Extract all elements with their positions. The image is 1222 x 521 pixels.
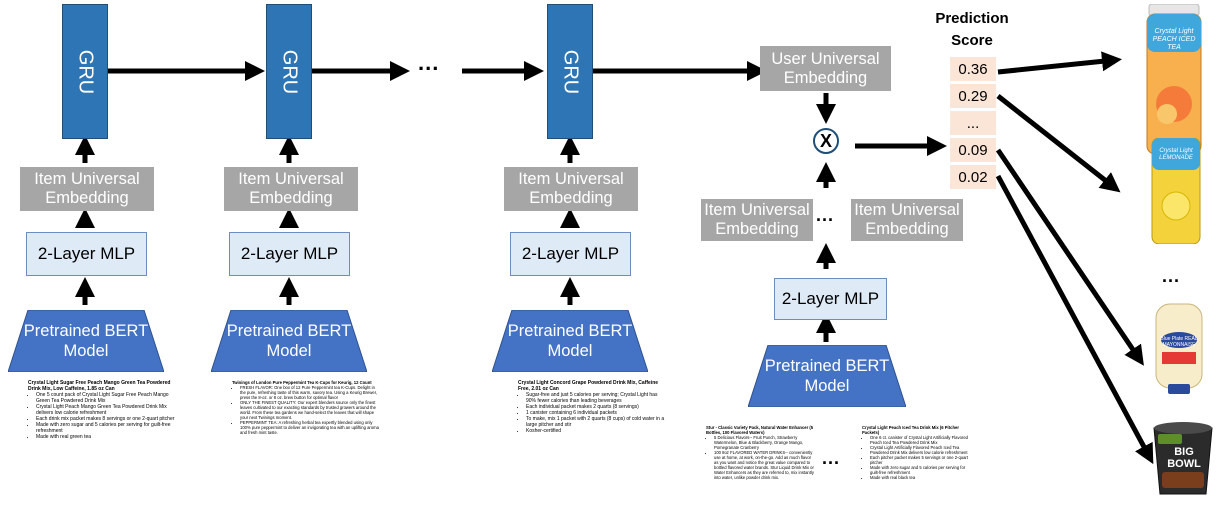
user-embedding: User Universal Embedding: [760, 46, 891, 91]
product-label: BIG BOWL: [1167, 446, 1201, 470]
description-bullet: Made with zero sugar and 5 calories per …: [870, 465, 970, 475]
product-label: Crystal Light LEMONADE: [1159, 148, 1193, 161]
bert-label: Pretrained BERT Model: [507, 322, 633, 360]
mlp-block-3: 2-Layer MLP: [510, 232, 631, 276]
item-description-4: Stur - Classic Variety Pack, Natural Wat…: [706, 425, 814, 480]
item-description-2: Twinings of London Pure Peppermint Tea K…: [232, 380, 380, 435]
product-image-blue-plate-mayonnaise: Blue Plate REAL MAYONNAISE: [1152, 300, 1206, 396]
item-embedding-2: Item Universal Embedding: [224, 167, 358, 211]
description-title: Crystal Light Peach Iced Tea Drink Mix (…: [862, 425, 959, 435]
item-embedding-1: Item Universal Embedding: [20, 167, 154, 211]
mlp-block-1: 2-Layer MLP: [26, 232, 147, 276]
prediction-header: Prediction Score: [935, 10, 1009, 49]
score-3: 0.09: [950, 138, 996, 162]
description-bullet: FRESH FLAVOR: One box of 12 Pure Pepperm…: [240, 385, 380, 400]
item-description-3: Crystal Light Concord Grape Powdered Dri…: [518, 380, 666, 434]
description-bullet: ONLY THE FINEST QUALITY: Our expert blen…: [240, 400, 380, 420]
gru-block-1: GRU: [62, 4, 108, 139]
item-embedding-4a: Item Universal Embedding: [701, 199, 813, 241]
description-ellipsis: ...: [822, 448, 841, 468]
product-image-crystal-light-lemonade: Crystal Light LEMONADE: [1150, 137, 1202, 245]
description-title: Crystal Light Concord Grape Powdered Dri…: [518, 380, 659, 392]
description-bullet: Each drink mix packet makes 8 servings o…: [36, 416, 178, 422]
item-embedding-3: Item Universal Embedding: [504, 167, 638, 211]
score-1: 0.36: [950, 57, 996, 81]
mlp-block-4: 2-Layer MLP: [774, 278, 887, 320]
bert-model-4: Pretrained BERT Model: [748, 345, 906, 407]
item-embedding-4b: Item Universal Embedding: [851, 199, 963, 241]
gru-block-2: GRU: [266, 4, 312, 139]
score-4: 0.02: [950, 165, 996, 189]
gru-label: GRU: [559, 49, 582, 94]
bert-model-3: Pretrained BERT Model: [492, 310, 648, 372]
mlp-block-2: 2-Layer MLP: [229, 232, 350, 276]
combine-operator: X: [813, 128, 839, 154]
item-description-1: Crystal Light Sugar Free Peach Mango Gre…: [28, 380, 178, 440]
item-description-5: Crystal Light Peach Iced Tea Drink Mix (…: [862, 425, 970, 480]
product-image-big-bowl: BIG BOWL: [1150, 418, 1216, 498]
description-bullet: 100 8oz FLAVORED WATER DRINKS-- convenie…: [714, 450, 814, 480]
gru-block-3: GRU: [547, 4, 593, 139]
description-bullet: Made with real green tea: [36, 434, 178, 440]
description-bullet: Each individual packet makes 2 quarts (8…: [526, 404, 666, 410]
product-label: Blue Plate REAL MAYONNAISE: [1160, 336, 1198, 348]
description-title: Twinings of London Pure Peppermint Tea K…: [232, 380, 372, 385]
description-bullet: Made with real black tea: [870, 475, 970, 480]
description-bullet: To make, mix 1 packet with 2 quarts (8 c…: [526, 416, 666, 428]
description-bullet: One 5 count pack of Crystal Light Sugar …: [36, 392, 178, 404]
description-bullet: PEPPERMINT TEA: A refreshing herbal tea …: [240, 420, 380, 435]
bert-label: Pretrained BERT Model: [23, 322, 149, 360]
score-2: 0.29: [950, 84, 996, 108]
item-embedding-ellipsis: ...: [816, 205, 835, 225]
combine-symbol: X: [819, 130, 832, 151]
gru-label: GRU: [278, 49, 301, 94]
gru-label: GRU: [74, 49, 97, 94]
description-bullet: Each pitcher packet makes 5 servings or …: [870, 455, 970, 465]
description-bullet: Crystal Light Peach Mango Green Tea Powd…: [36, 404, 178, 416]
product-label: Crystal Light PEACH ICED TEA: [1152, 28, 1196, 51]
bert-model-1: Pretrained BERT Model: [8, 310, 164, 372]
products-ellipsis: ...: [1162, 266, 1181, 286]
description-bullet: 5 Delicious Flavors-- Fruit Punch, Straw…: [714, 435, 814, 450]
description-bullet: 1 canister containing 6 individual packe…: [526, 410, 666, 416]
description-bullet: Made with zero sugar and 5 calories per …: [36, 422, 178, 434]
bert-model-2: Pretrained BERT Model: [211, 310, 367, 372]
bert-label: Pretrained BERT Model: [764, 357, 890, 395]
score-ellipsis: ...: [950, 111, 996, 135]
description-bullet: One 6 ct. canister of Crystal Light Arti…: [870, 435, 970, 445]
description-title: Stur - Classic Variety Pack, Natural Wat…: [706, 425, 814, 435]
bert-label: Pretrained BERT Model: [226, 322, 352, 360]
description-bullet: Kosher-certified: [526, 428, 666, 434]
gru-ellipsis: ...: [418, 50, 440, 75]
description-bullet: Sugar-free and just 5 calories per servi…: [526, 392, 666, 404]
description-title: Crystal Light Sugar Free Peach Mango Gre…: [28, 380, 171, 392]
product-image-crystal-light-peach-tea: Crystal Light PEACH ICED TEA: [1145, 3, 1203, 156]
description-bullet: Crystal Light Artificially Flavored Peac…: [870, 445, 970, 455]
